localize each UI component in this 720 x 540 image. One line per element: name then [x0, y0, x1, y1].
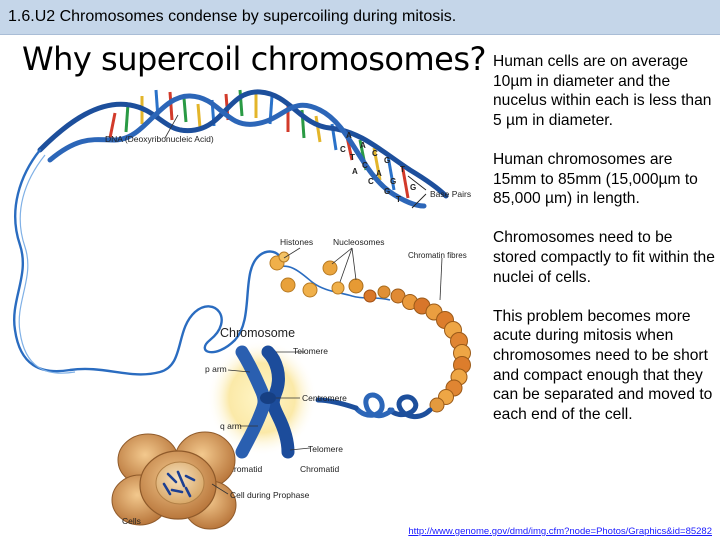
dna-backbone-strand-b [47, 93, 427, 209]
telomere-top-label: Telomere [293, 346, 328, 356]
cell-prophase-label: Cell during Prophase [230, 490, 310, 500]
base-pairs-label: Base Pairs [430, 189, 471, 199]
body-paragraph: Chromosomes need to be stored compactly … [493, 229, 715, 286]
cells-label: Cells [122, 516, 141, 526]
chromatid-right-arm [261, 345, 295, 459]
prophase-chromosomes [162, 470, 196, 498]
dna-label: DNA (Deoxyribonucleic Acid) [105, 134, 214, 144]
base-letter: C [340, 145, 346, 154]
centromere-knot [260, 392, 276, 404]
base-letter: T [396, 195, 401, 204]
header-bar: 1.6.U2 Chromosomes condense by supercoil… [0, 0, 720, 35]
base-letters: A C G T C A G T A C G T G A C [340, 131, 416, 204]
chromatin-fibre [390, 288, 471, 413]
body-text: Human cells are on average 10µm in diame… [493, 52, 715, 444]
chromatin-fibres-label: Chromatin fibres [408, 251, 467, 260]
dna-backbone-strand-a [37, 89, 449, 199]
dna-long-strand-shadow [18, 154, 76, 374]
body-paragraph: This problem becomes more acute during m… [493, 307, 713, 423]
body-paragraph: Human cells are on average 10µm in diame… [493, 53, 712, 129]
base-pair-rungs [108, 89, 410, 199]
chromosome-label: Chromosome [220, 326, 295, 340]
header-text: 1.6.U2 Chromosomes condense by supercoil… [8, 8, 457, 25]
cells-group [111, 431, 237, 530]
dna-long-strand [12, 148, 283, 376]
base-letter: A [352, 167, 358, 176]
dna-to-chromosome-diagram: A C G T C A G T A C G T G A C DNA (Deoxy… [12, 89, 471, 530]
histones-label: Histones [280, 237, 313, 247]
chromatid-right-label: Chromatid [300, 464, 339, 474]
chromatid-left-arm [235, 345, 271, 459]
base-letter: C [372, 149, 378, 158]
chromatid-left-label: Chromatid [223, 464, 262, 474]
slide-title: Why supercoil chromosomes? [22, 40, 486, 78]
base-letter: T [350, 153, 355, 162]
base-letter: G [390, 177, 396, 186]
base-letter: A [376, 169, 382, 178]
p-arm-label: p arm [205, 364, 227, 374]
base-letter: T [400, 165, 405, 174]
base-letter: C [362, 161, 368, 170]
base-letter: A [360, 141, 366, 150]
nucleosomes-label: Nucleosomes [333, 237, 385, 247]
base-letter: A [346, 131, 352, 140]
nucleosome-beads [269, 251, 391, 303]
q-arm-label: q arm [220, 421, 242, 431]
supercoil-loops [315, 392, 433, 419]
source-link[interactable]: http://www.genome.gov/dmd/img.cfm?node=P… [408, 526, 712, 537]
body-paragraph: Human chromosomes are 15mm to 85mm (15,0… [493, 150, 698, 208]
base-letter: C [368, 177, 374, 186]
base-letter: G [384, 187, 390, 196]
centromere-label: Centromere [302, 393, 347, 403]
base-letter: G [384, 156, 390, 165]
base-letter: G [410, 183, 416, 192]
telomere-bottom-label: Telomere [308, 444, 343, 454]
